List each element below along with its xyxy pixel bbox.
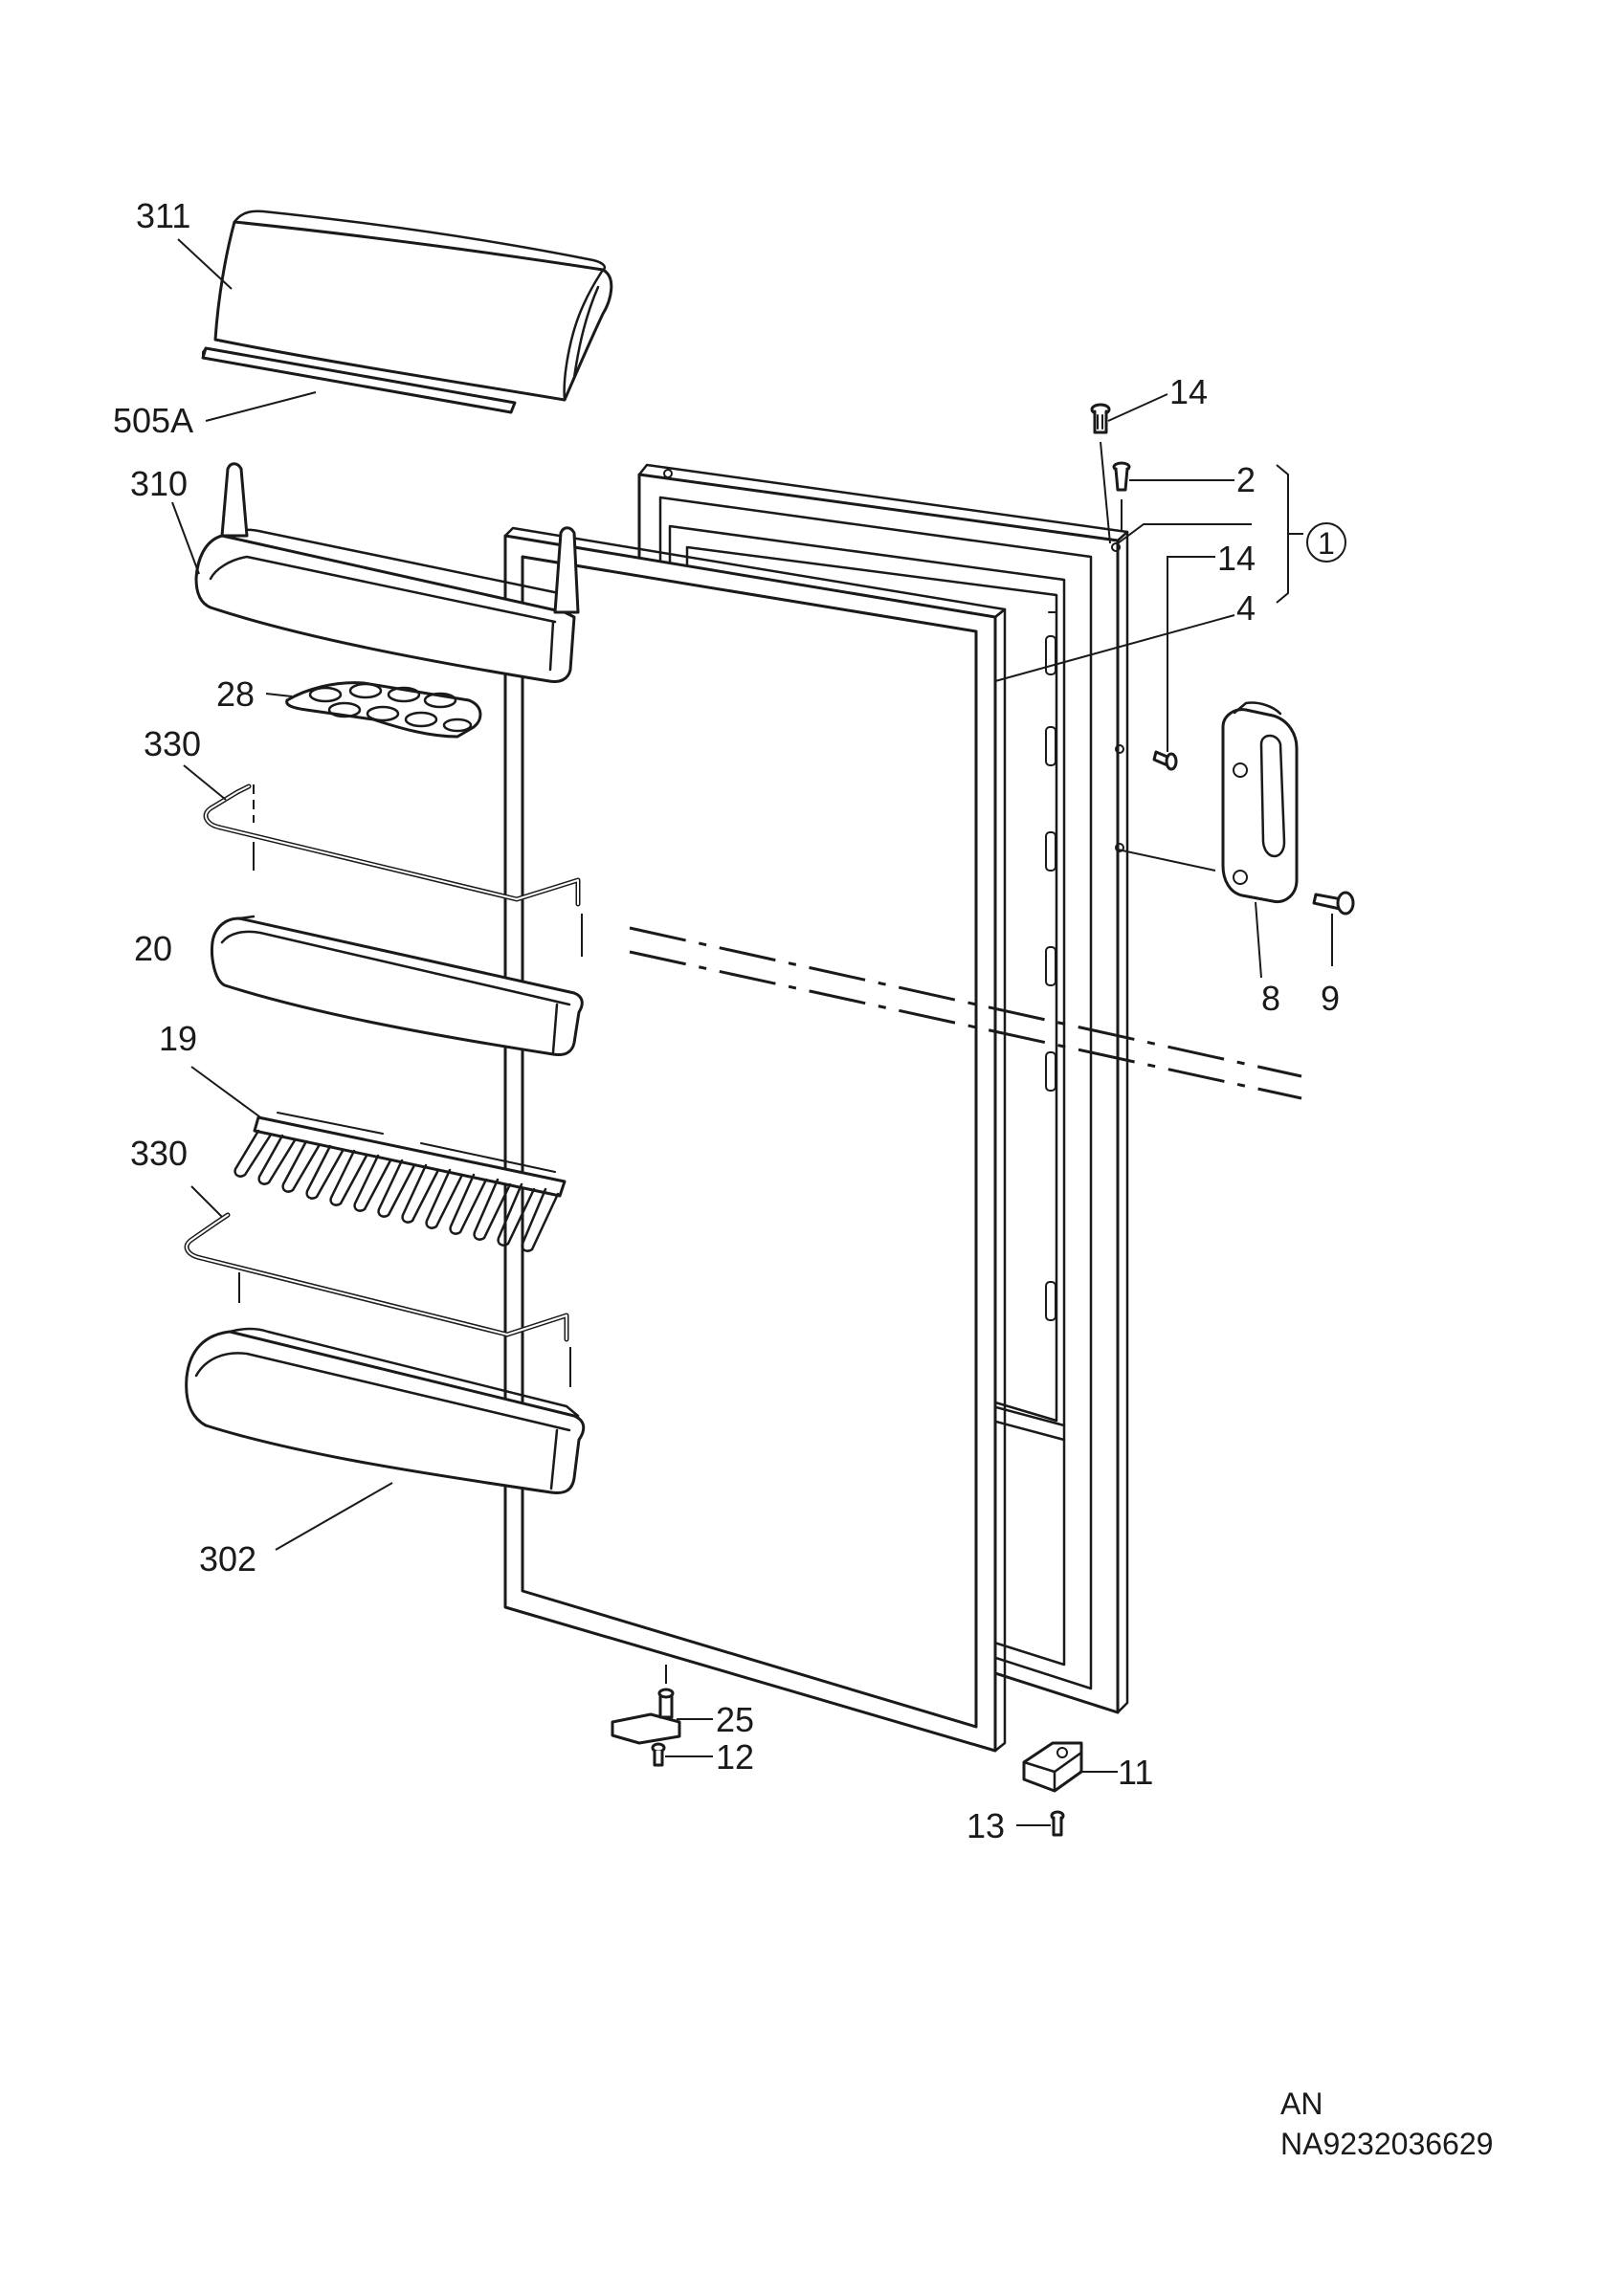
callout-20: 20 — [134, 929, 172, 968]
upper-door-shelf — [194, 462, 580, 683]
callout-19: 19 — [159, 1019, 197, 1058]
bottle-rack-teeth — [233, 1129, 560, 1252]
lower-wire-bar — [184, 1212, 571, 1387]
callout-310: 310 — [130, 464, 188, 503]
bottom-hinge-bracket — [611, 1665, 681, 1745]
door-gasket — [503, 526, 1007, 1753]
handle-screw-lower — [1312, 891, 1355, 966]
reference-code: AN NA9232036629 — [1280, 2086, 1493, 2161]
hinge-pin-top — [1090, 403, 1111, 544]
reference-line-1: AN — [1280, 2086, 1323, 2121]
bottom-block-screw — [1050, 1810, 1065, 1837]
break-lines — [629, 926, 1302, 1100]
callout-330-upper: 330 — [144, 724, 201, 763]
callout-1-group: 1 — [1306, 522, 1346, 563]
callout-1: 1 — [1318, 526, 1335, 561]
bottom-door-shelf — [185, 1327, 586, 1494]
callout-12: 12 — [716, 1737, 754, 1777]
callout-14-side: 14 — [1217, 539, 1256, 578]
bottom-hinge-block — [1022, 1741, 1083, 1793]
door-handle — [1221, 701, 1299, 979]
middle-door-shelf — [211, 915, 584, 1056]
hinge-bush — [1112, 461, 1131, 531]
callout-8: 8 — [1261, 979, 1280, 1018]
upper-wire-bar — [203, 784, 583, 957]
callout-labels: 311 505A 310 28 330 20 19 330 302 14 2 1… — [113, 196, 1346, 1845]
callout-302: 302 — [199, 1539, 256, 1578]
callout-311: 311 — [136, 196, 190, 235]
callout-2: 2 — [1236, 460, 1256, 499]
cover-strip — [201, 346, 517, 414]
callout-13: 13 — [967, 1806, 1005, 1845]
leader-lines — [171, 238, 1303, 1826]
callout-28: 28 — [216, 674, 255, 714]
bottle-rack — [233, 1112, 567, 1252]
callout-14-top: 14 — [1169, 372, 1208, 411]
handle-screw-upper — [1152, 750, 1178, 771]
dairy-cover — [213, 210, 613, 402]
callout-9: 9 — [1321, 979, 1340, 1018]
callout-25: 25 — [716, 1700, 754, 1739]
egg-tray — [285, 681, 482, 739]
bottom-hinge-screw — [651, 1742, 666, 1767]
callout-11: 11 — [1118, 1753, 1153, 1792]
callout-4: 4 — [1236, 588, 1256, 628]
callout-330-lower: 330 — [130, 1134, 188, 1173]
callout-505a: 505A — [113, 401, 193, 440]
reference-line-2: NA9232036629 — [1280, 2127, 1493, 2161]
